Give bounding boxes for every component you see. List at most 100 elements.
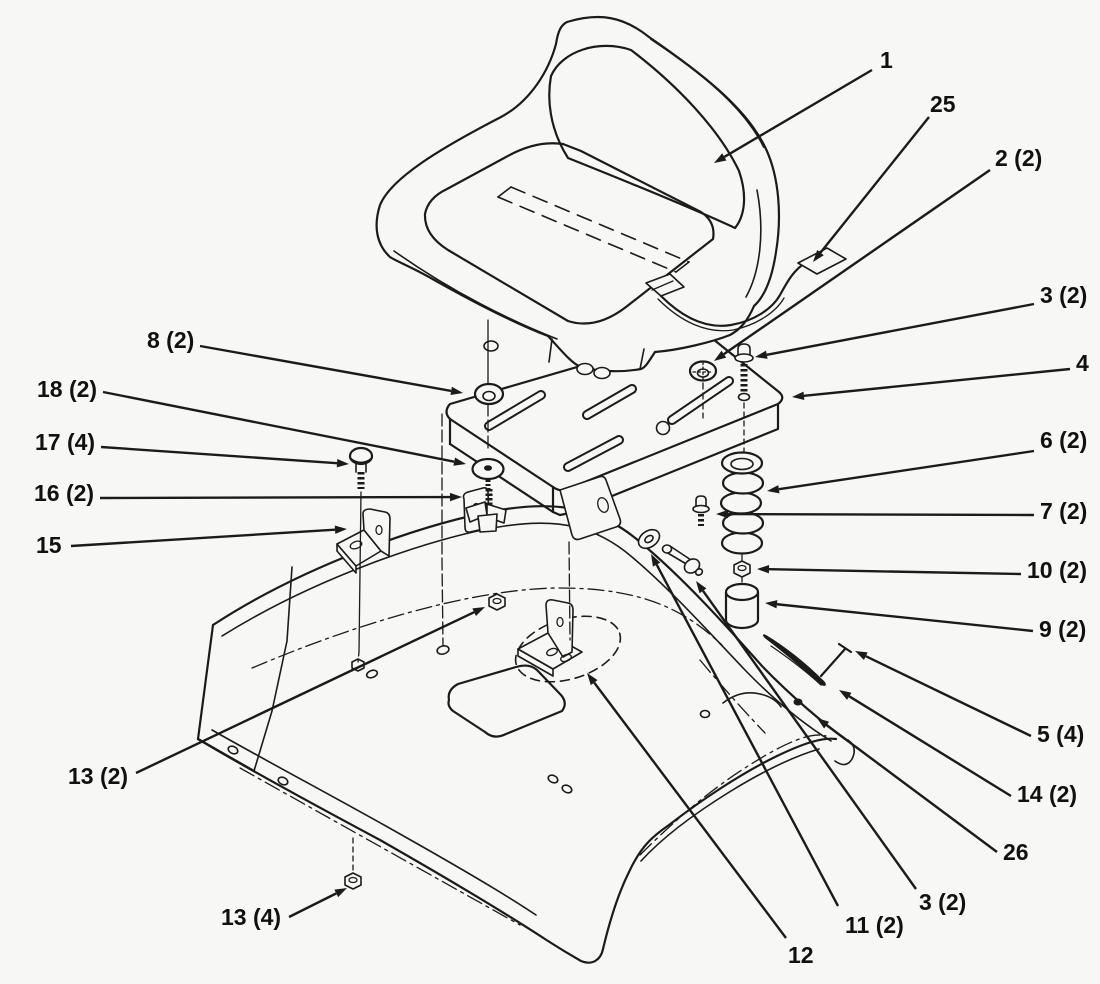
seat-switch-edge: [651, 280, 674, 291]
fender-apron-outer: [196, 737, 838, 964]
callout-15-arrowhead: [334, 525, 347, 534]
callout-13-4-leader: [288, 892, 337, 919]
callout-15-label: 15: [36, 532, 62, 558]
callout-17-4-arrowhead: [336, 458, 349, 468]
callout-10-2: 10 (2): [757, 557, 1087, 583]
grommet-8-left: [473, 382, 505, 406]
fender-hole: [561, 784, 573, 794]
callout-13-2-label: 13 (2): [68, 763, 128, 789]
callout-8-2-arrowhead: [450, 386, 463, 396]
callout-25-arrowhead: [813, 250, 824, 262]
plate-tab-front: [559, 475, 622, 541]
callout-18-2-label: 18 (2): [37, 376, 97, 402]
callout-17-4: 17 (4): [35, 429, 349, 468]
callout-13-4: 13 (4): [221, 888, 347, 930]
callout-2-2-label: 2 (2): [995, 145, 1042, 171]
switch-wire: [659, 264, 803, 327]
callout-3-2-top-leader: [766, 302, 1035, 356]
support-strip-14-edge: [770, 645, 822, 686]
callout-6-2-label: 6 (2): [1040, 427, 1087, 453]
callout-16-2-label: 16 (2): [34, 480, 94, 506]
fender-centerline-apron-left: [239, 767, 521, 926]
callout-13-2-arrowhead: [472, 607, 485, 616]
seat-cushion: [423, 142, 715, 325]
callout-13-2-leader: [135, 611, 475, 775]
callout-11-2-leader: [655, 564, 840, 907]
callout-26-arrowhead: [817, 718, 830, 729]
callout-1-leader: [723, 68, 873, 158]
support-strip-14: [763, 634, 826, 686]
callouts-layer: 1 25 2 (2) 3 (2) 4 6 (2) 7 (2) 10 (2) 9 (2) 5 (4)…: [34, 47, 1089, 968]
callout-6-2-arrowhead: [767, 485, 780, 494]
seat-1: [375, 15, 847, 380]
nut-13-4: [344, 837, 362, 890]
callout-5-4-label: 5 (4): [1037, 721, 1084, 747]
fender-ridge-inner: [221, 522, 832, 742]
bolt-3-top: [734, 343, 754, 402]
callout-26-leader: [825, 724, 998, 853]
carriage-bolt-17: [348, 446, 374, 489]
fender-centerline-apron-right: [639, 734, 827, 856]
callout-8-2-leader: [199, 344, 452, 393]
callout-2-2: 2 (2): [714, 145, 1042, 361]
callout-10-2-arrowhead: [757, 565, 770, 574]
callout-2-2-arrowhead: [714, 350, 727, 361]
callout-3-2-bottom: 3 (2): [696, 581, 966, 915]
callout-7-2-label: 7 (2): [1040, 498, 1087, 524]
callout-4-arrowhead: [792, 391, 805, 400]
callout-10-2-label: 10 (2): [1027, 557, 1087, 583]
plate-flange-front: [448, 442, 555, 514]
shoulder-screw-12: [661, 544, 704, 576]
callout-1-label: 1: [880, 47, 893, 73]
fender-hole: [547, 774, 559, 784]
bracket-15: [336, 508, 391, 574]
callout-9-2-label: 9 (2): [1039, 616, 1086, 642]
callout-26-label: 26: [1003, 839, 1029, 865]
callout-16-2-arrowhead: [449, 492, 462, 502]
callout-11-2-label: 11 (2): [845, 912, 904, 938]
washer-18: [471, 457, 505, 491]
fender-hole: [365, 669, 379, 679]
fender-apron-inner-right: [640, 748, 820, 862]
callout-12-arrowhead: [587, 673, 598, 686]
seat-pan-rim: [393, 250, 558, 340]
fender-hole: [699, 709, 711, 719]
callout-2-2-leader: [723, 169, 991, 356]
callout-4: 4: [792, 350, 1089, 400]
callout-15: 15: [36, 525, 347, 558]
knob-16: [465, 489, 507, 533]
fender-apron-inner-left: [211, 729, 537, 916]
callout-7-2-arrowhead: [716, 509, 729, 519]
switch-wire-2: [657, 297, 785, 332]
callout-18-2-arrowhead: [453, 457, 466, 466]
callout-8-2: 8 (2): [147, 327, 463, 396]
callout-6-2: 6 (2): [767, 427, 1087, 494]
callout-26: 26: [817, 718, 1029, 865]
callout-11-2-arrowhead: [651, 554, 661, 567]
callout-5-4-arrowhead: [855, 651, 868, 661]
callout-3-2-top-label: 3 (2): [1040, 282, 1087, 308]
grommet-8-right: [688, 360, 718, 383]
callout-3-2-bottom-label: 3 (2): [919, 889, 966, 915]
callout-12-leader: [593, 681, 787, 939]
callout-4-leader: [803, 367, 1071, 397]
callout-3-2-bottom-arrowhead: [696, 581, 707, 594]
screw-5: [819, 642, 853, 678]
callout-14-2-arrowhead: [839, 690, 852, 700]
seat-shell-inner-edge: [745, 189, 762, 298]
fender-body: [196, 505, 856, 964]
callout-10-2-leader: [768, 568, 1022, 576]
callout-14-2-leader: [848, 695, 1012, 798]
callout-16-2-leader: [99, 495, 451, 500]
callout-25: 25: [813, 91, 956, 262]
callout-7-2-leader: [727, 512, 1035, 517]
callout-25-leader: [819, 116, 930, 254]
callout-13-2: 13 (2): [68, 607, 485, 789]
fender-hole-26: [793, 698, 803, 706]
bolt-7: [692, 495, 710, 526]
callout-4-label: 4: [1076, 350, 1089, 376]
callout-3-2-top: 3 (2): [755, 282, 1087, 359]
seat-backrest-edge: [649, 37, 766, 149]
callout-3-2-bottom-leader: [701, 590, 917, 890]
